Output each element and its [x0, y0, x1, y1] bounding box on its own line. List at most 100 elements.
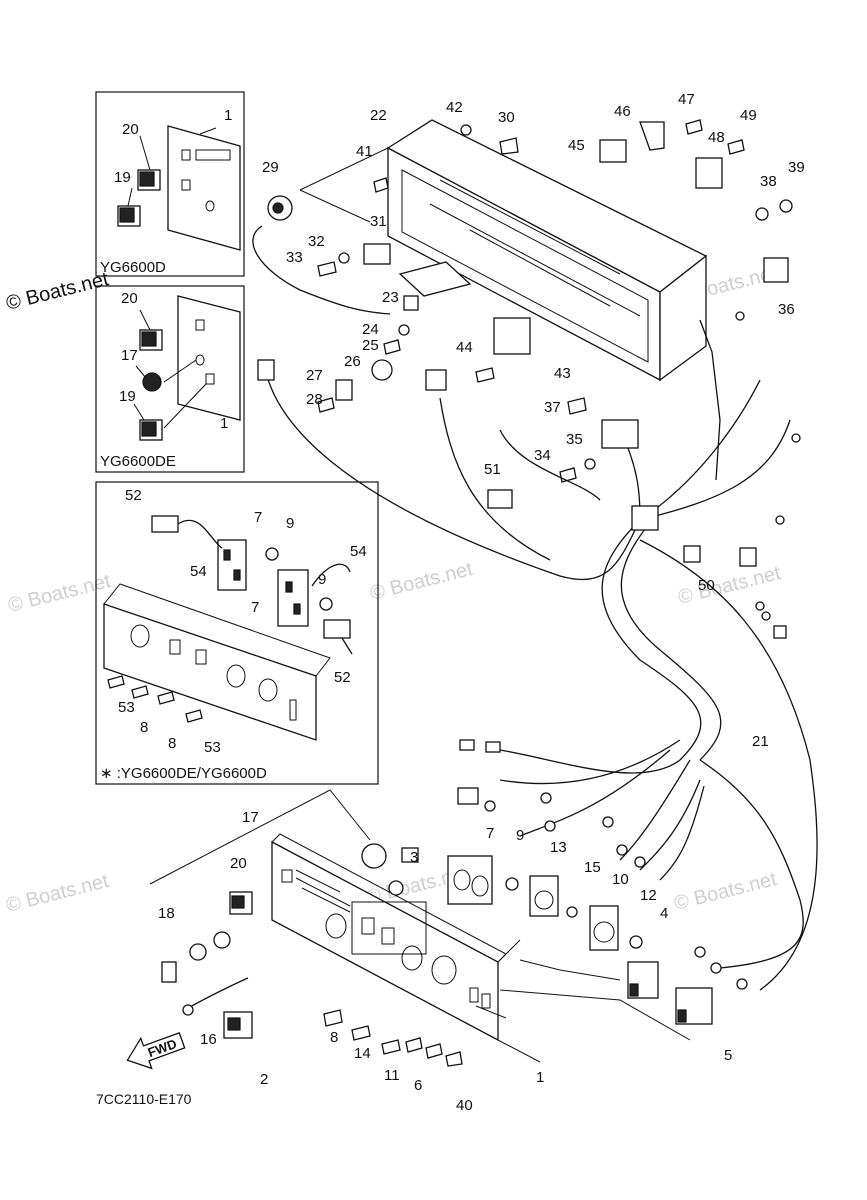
inset-frame	[95, 481, 379, 785]
wire-54	[177, 519, 353, 655]
receptacle-outlet	[471, 875, 489, 897]
part-number-24: 24	[362, 321, 379, 338]
ring-terminal	[736, 978, 748, 990]
part-number-25: 25	[362, 337, 379, 354]
panel-recess	[351, 901, 427, 955]
ring-terminal	[544, 820, 556, 832]
bracket-27	[335, 379, 353, 401]
screw-11	[381, 1039, 401, 1055]
panel-slot	[169, 639, 181, 655]
part-number-31: 31	[370, 213, 387, 230]
fwd-arrow-shape	[126, 1032, 186, 1070]
part-number-17: 17	[242, 809, 259, 826]
part-number-39: 39	[788, 159, 805, 176]
ring-terminal	[484, 800, 496, 812]
part-18-nut	[189, 943, 207, 961]
watermark-faint: © Boats.net	[676, 562, 783, 609]
part-number-22: 22	[370, 107, 387, 124]
panel-hole	[431, 955, 457, 985]
control-box-assembly	[267, 119, 793, 483]
screw-28	[317, 397, 335, 413]
assembly-guide	[299, 147, 389, 223]
inset-frame	[95, 91, 245, 277]
part-number-19: 19	[114, 169, 131, 186]
part-number-52: 52	[125, 487, 142, 504]
part-number-53: 53	[118, 699, 135, 716]
part-number-10: 10	[612, 871, 629, 888]
part-number-36: 36	[778, 301, 795, 318]
part-50	[683, 545, 701, 563]
part-number-20: 20	[230, 855, 247, 872]
pcb-23	[398, 261, 472, 297]
part-number-4: 4	[660, 905, 668, 922]
part-number-11: 11	[384, 1067, 400, 1084]
part-number-12: 12	[640, 887, 657, 904]
wire-bundle-upper	[639, 419, 791, 521]
part-number-1: 1	[224, 107, 232, 124]
washer-38	[755, 207, 769, 221]
part-48	[695, 157, 723, 189]
part-number-51: 51	[484, 461, 501, 478]
receptacle-13	[529, 875, 559, 917]
panel-slot	[289, 699, 297, 721]
switch-20-rocker	[139, 171, 155, 187]
connector-23	[403, 295, 419, 311]
connector	[601, 419, 639, 449]
part-number-53: 53	[204, 739, 221, 756]
part-number-15: 15	[584, 859, 601, 876]
part-43	[493, 317, 531, 355]
panel-slot	[469, 987, 479, 1003]
ring-terminal	[710, 962, 722, 974]
ring-terminal	[735, 311, 745, 321]
connector	[425, 369, 447, 391]
part-number-8: 8	[168, 735, 176, 752]
inner-rails	[429, 179, 641, 317]
part-number-16: 16	[200, 1031, 217, 1048]
washer-35	[584, 458, 596, 470]
part-17-knob	[361, 843, 387, 869]
panel-slot	[195, 649, 207, 665]
nut-9	[265, 547, 279, 561]
receptacle-7	[217, 539, 247, 591]
wire	[263, 359, 641, 581]
ring-terminal	[775, 515, 785, 525]
plug-terminal	[485, 741, 501, 753]
part-number-26: 26	[344, 353, 361, 370]
part-18-washer	[213, 931, 231, 949]
nut-39	[779, 199, 793, 213]
switch-slot	[181, 179, 191, 191]
part-number-8: 8	[330, 1029, 338, 1046]
diagram-code: 7CC2110-E170	[96, 1091, 192, 1107]
part-number-32: 32	[308, 233, 325, 250]
part-number-1: 1	[220, 415, 228, 432]
switch-slot	[181, 149, 191, 161]
model-label: ∗ :YG6600DE/YG6600D	[100, 765, 267, 782]
part-31	[363, 243, 391, 265]
part-number-21: 21	[752, 733, 769, 750]
ring-terminal	[540, 792, 552, 804]
screw-33	[317, 261, 337, 277]
part-number-48: 48	[708, 129, 725, 146]
watermark-faint: © Boats.net	[672, 868, 779, 915]
model-label: YG6600D	[100, 259, 166, 276]
wire-harness-21	[252, 225, 818, 991]
part-number-30: 30	[498, 109, 515, 126]
harness-grommet	[631, 505, 659, 531]
ring-terminal	[791, 433, 801, 443]
breaker-52	[151, 515, 179, 533]
assembly-guides	[149, 789, 691, 1063]
part-number-33: 33	[286, 249, 303, 266]
part-18-key	[161, 961, 177, 983]
screw-37	[567, 397, 587, 415]
bracket-46	[639, 121, 665, 151]
receptacle-13-face	[534, 890, 554, 910]
part-number-54: 54	[190, 563, 207, 580]
breaker-52	[323, 619, 351, 639]
switch-19-rocker	[119, 207, 135, 223]
part-number-44: 44	[456, 339, 473, 356]
part-number-8: 8	[140, 719, 148, 736]
part-number-17: 17	[121, 347, 138, 364]
